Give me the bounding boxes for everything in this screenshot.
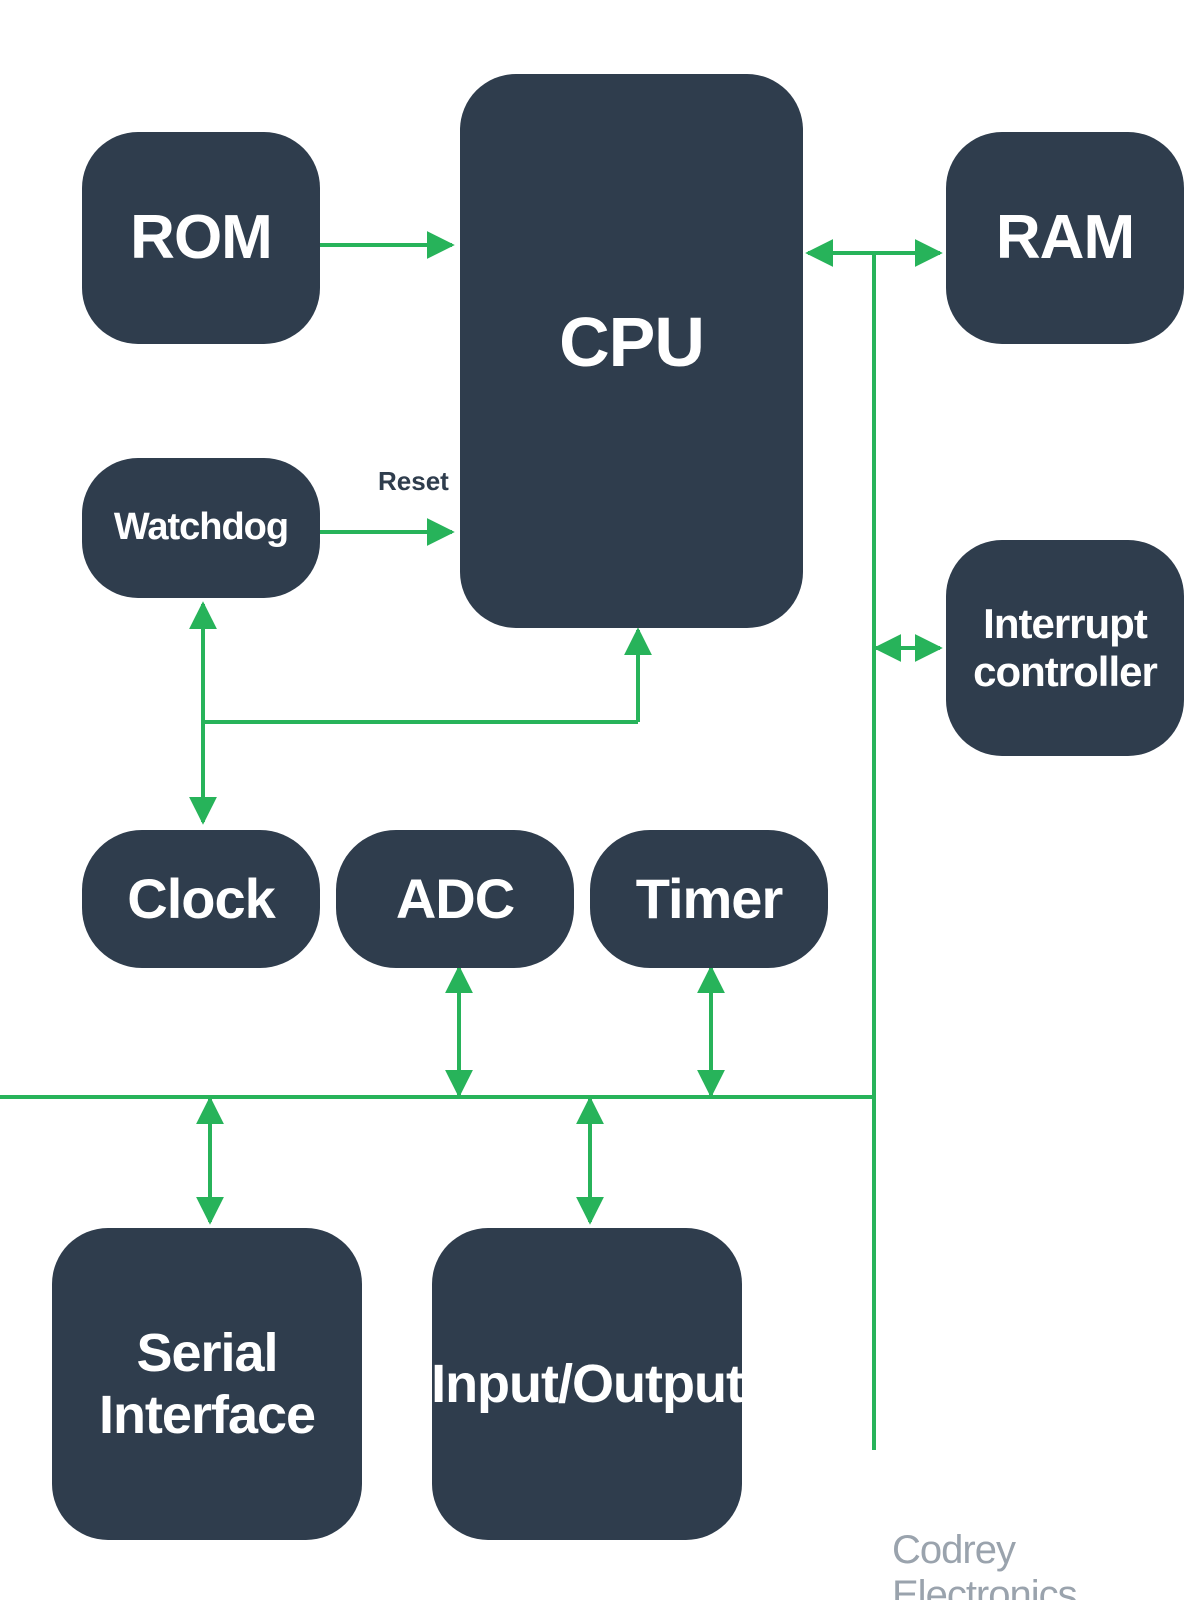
ram-block: RAM [946, 132, 1184, 344]
interrupt-controller-block: Interrupt controller [946, 540, 1184, 756]
clock-block: Clock [82, 830, 320, 968]
credit-text: Codrey Electronics [892, 1528, 1078, 1600]
reset-label: Reset [378, 466, 449, 496]
timer-block: Timer [590, 830, 828, 968]
cpu-block: CPU [460, 74, 803, 628]
adc-block: ADC [336, 830, 574, 968]
serial-interface-block: Serial Interface [52, 1228, 362, 1540]
watchdog-block: Watchdog [82, 458, 320, 598]
input-output-block: Input/Output [431, 1228, 744, 1540]
rom-block: ROM [82, 132, 320, 344]
